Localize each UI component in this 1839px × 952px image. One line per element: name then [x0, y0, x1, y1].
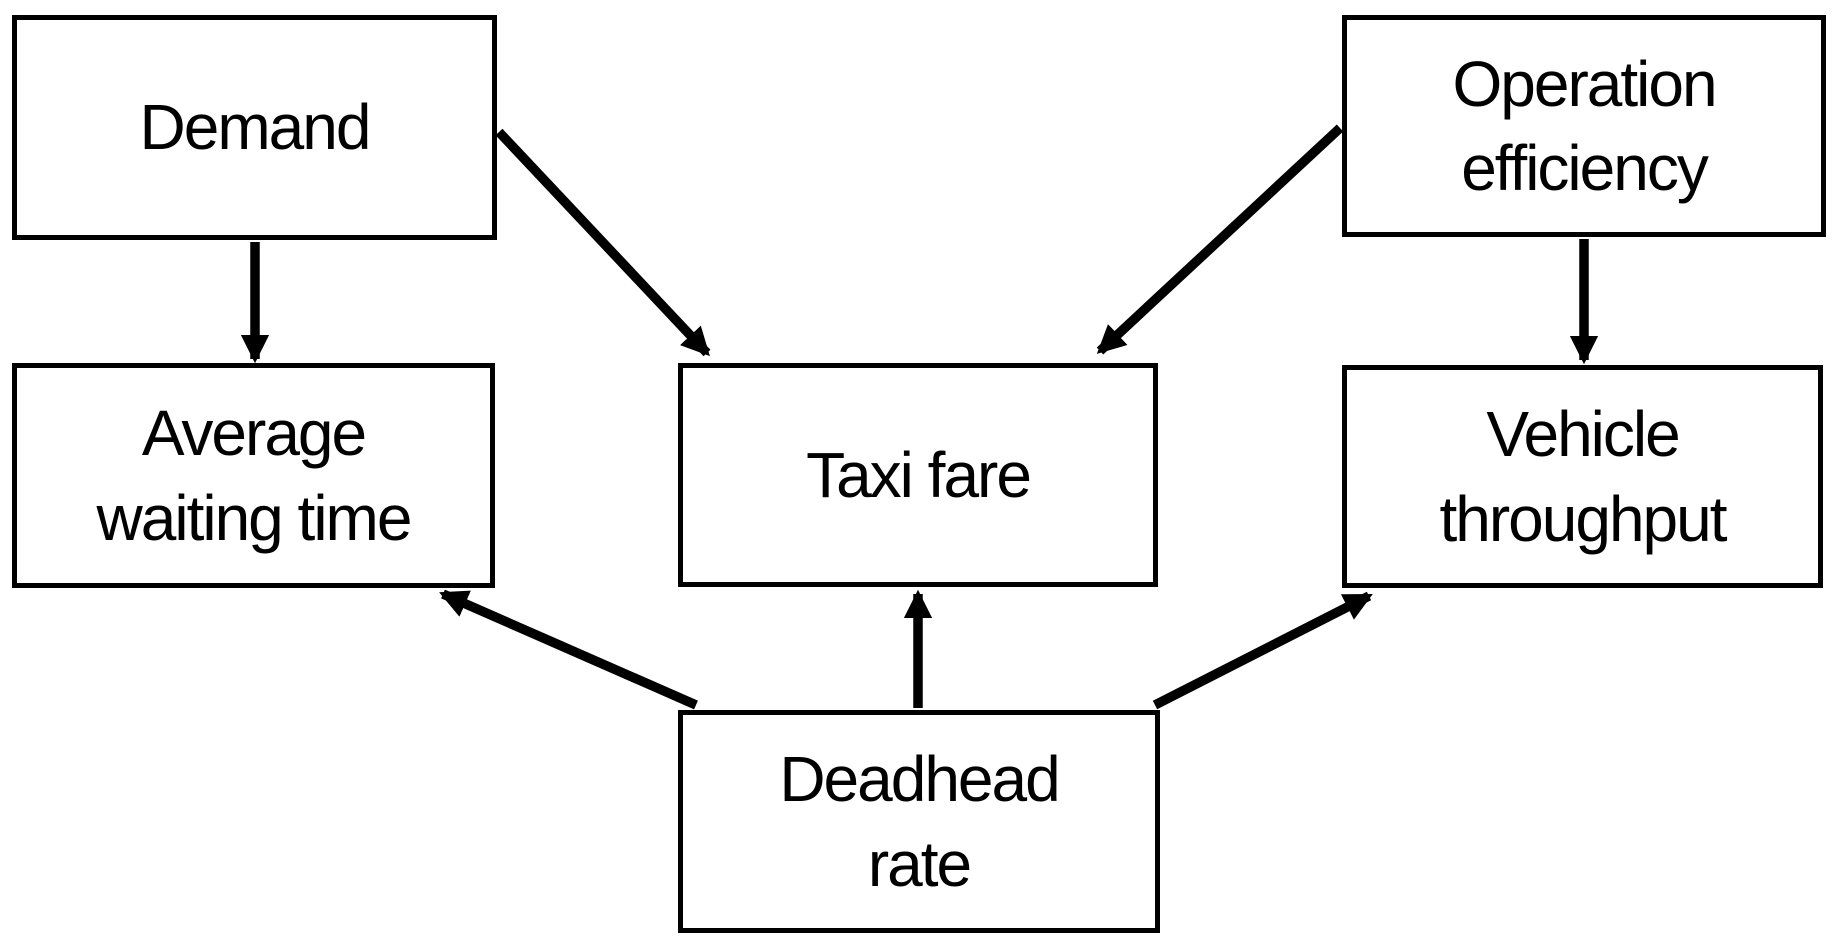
- node-average-waiting-time: Average waiting time: [12, 363, 495, 588]
- node-vehicle-throughput: Vehicle throughput: [1342, 365, 1823, 588]
- node-demand: Demand: [12, 15, 497, 240]
- edge-deadhead-rate-to-average-waiting-time: [439, 589, 698, 710]
- edge-deadhead-rate-to-vehicle-throughput: [1152, 591, 1373, 710]
- edge-operation-efficiency-to-taxi-fare: [1096, 124, 1344, 355]
- edge-demand-to-taxi-fare: [495, 128, 711, 357]
- node-vehicle-throughput-label: Vehicle throughput: [1439, 398, 1727, 555]
- node-taxi-fare-label: Taxi fare: [806, 438, 1032, 511]
- node-taxi-fare: Taxi fare: [678, 363, 1158, 587]
- node-demand-label: Demand: [139, 91, 372, 164]
- node-average-waiting-time-label: Average waiting time: [96, 397, 413, 554]
- node-operation-efficiency: Operation efficiency: [1342, 15, 1826, 237]
- node-deadhead-rate-label: Deadhead rate: [779, 743, 1060, 900]
- node-deadhead-rate: Deadhead rate: [678, 710, 1160, 933]
- node-operation-efficiency-label: Operation efficiency: [1452, 47, 1717, 204]
